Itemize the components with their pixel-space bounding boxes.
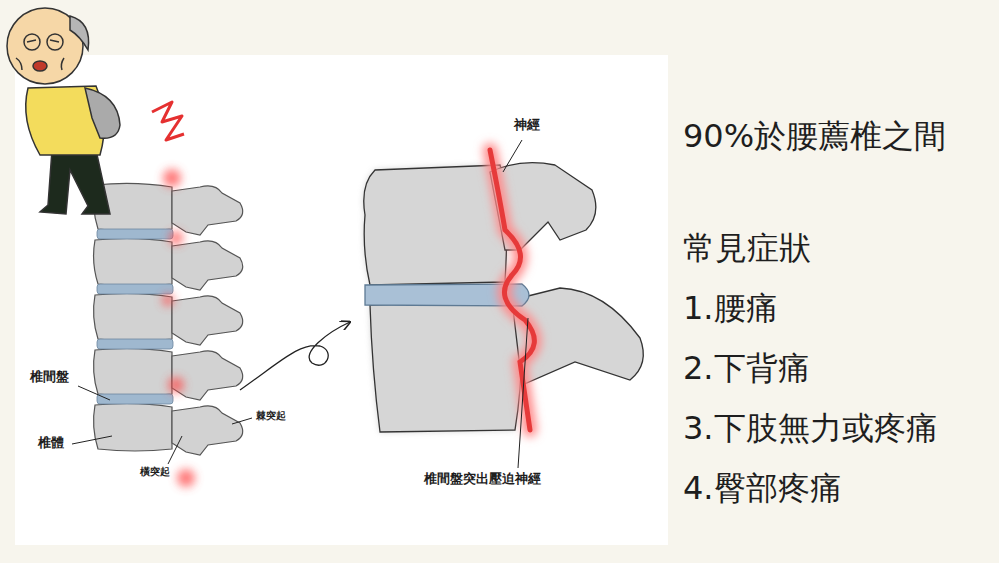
white-panel xyxy=(15,55,668,545)
symptom-item: 2.下背痛 xyxy=(683,350,810,387)
location-note: 90%於腰薦椎之間 xyxy=(683,118,946,155)
old-man-cartoon xyxy=(7,8,120,214)
leader-line xyxy=(72,140,528,468)
symptom-item: 3.下肢無力或疼痛 xyxy=(683,410,938,447)
part-label: 椎間盤 xyxy=(30,370,69,385)
compressed-nerve xyxy=(490,150,534,430)
part-label: 橫突起 xyxy=(140,466,170,478)
lumbar-spine xyxy=(94,183,243,455)
symptom-item: 1.腰痛 xyxy=(683,290,778,327)
pain-bolt xyxy=(152,102,184,140)
part-label: 椎間盤突出壓迫神經 xyxy=(424,472,541,487)
part-label: 棘突起 xyxy=(256,410,286,422)
part-label: 神經 xyxy=(514,118,540,133)
zoom-arrow xyxy=(240,322,350,390)
symptom-item: 4.臀部疼痛 xyxy=(683,470,842,507)
pain-glow xyxy=(162,169,195,487)
symptom-heading: 常見症狀 xyxy=(683,230,811,267)
part-label: 椎體 xyxy=(38,436,64,451)
